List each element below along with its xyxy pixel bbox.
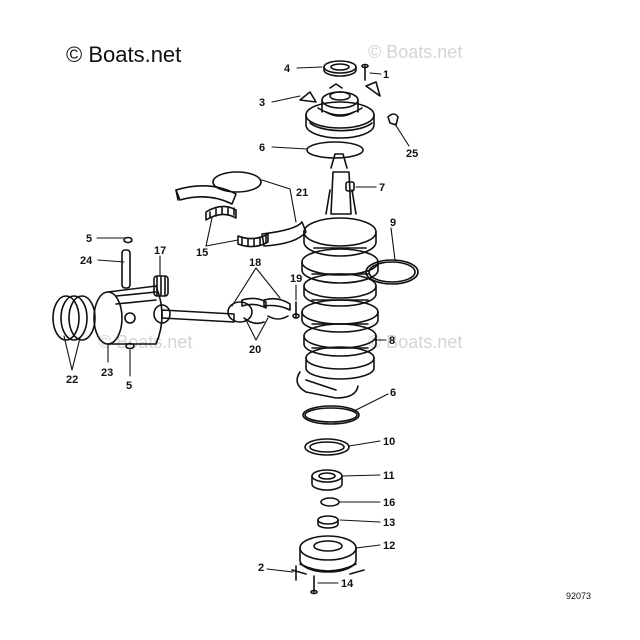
- screw-14[interactable]: [310, 575, 318, 595]
- roller-cage-15b[interactable]: [237, 233, 269, 248]
- callout-18: 18: [249, 257, 261, 269]
- clip-25[interactable]: [387, 113, 399, 126]
- bearing-11[interactable]: [311, 469, 343, 491]
- callout-17: 17: [154, 245, 166, 257]
- callout-3: 3: [259, 97, 265, 109]
- watermark-left: © Boats.net: [98, 332, 193, 352]
- callout-24: 24: [80, 255, 93, 267]
- callout-5-top: 5: [86, 233, 92, 245]
- callout-25: 25: [406, 148, 418, 160]
- top-oil-seal[interactable]: [323, 60, 357, 77]
- watermark-top: © Boats.net: [368, 42, 463, 62]
- callout-21: 21: [296, 187, 308, 199]
- callout-numbers: 4 1 3 6 25 7 21 15 9 8 5 24 17 18 19 20 …: [66, 63, 418, 590]
- callout-19: 19: [290, 273, 302, 285]
- piston-23[interactable]: [93, 285, 163, 345]
- callout-13: 13: [383, 517, 395, 529]
- washer-10[interactable]: [304, 438, 350, 456]
- callout-2: 2: [258, 562, 264, 574]
- o-ring-lower[interactable]: [302, 405, 360, 425]
- retaining-ring-16[interactable]: [320, 497, 340, 507]
- callout-7: 7: [379, 182, 385, 194]
- callout-12: 12: [383, 540, 395, 552]
- watermark-right: © Boats.net: [368, 332, 463, 352]
- bearing-half-left[interactable]: [175, 185, 237, 205]
- callout-16: 16: [383, 497, 395, 509]
- screw-19[interactable]: [292, 301, 300, 319]
- callout-5-bottom: 5: [126, 380, 132, 392]
- upper-bearing-housing[interactable]: [299, 81, 381, 139]
- callout-6-upper: 6: [259, 142, 265, 154]
- callout-9: 9: [390, 217, 396, 229]
- callout-8: 8: [389, 335, 395, 347]
- top-screw[interactable]: [361, 63, 369, 81]
- callout-11: 11: [383, 470, 395, 482]
- crankshaft[interactable]: [296, 153, 379, 399]
- callout-10: 10: [383, 436, 395, 448]
- retainer-5-top[interactable]: [123, 236, 133, 244]
- piston-rings-22[interactable]: [52, 295, 96, 341]
- retainer-5-bottom[interactable]: [125, 342, 135, 350]
- bearing-half-right[interactable]: [261, 221, 307, 247]
- o-ring-upper[interactable]: [306, 141, 364, 159]
- ring-9[interactable]: [365, 259, 419, 285]
- connecting-rod[interactable]: [153, 301, 253, 324]
- callout-14: 14: [341, 578, 354, 590]
- copyright-label: © Boats.net: [66, 42, 182, 67]
- callout-6-lower: 6: [390, 387, 396, 399]
- ring-21[interactable]: [212, 171, 262, 193]
- dowel-7[interactable]: [345, 181, 355, 192]
- callout-22: 22: [66, 374, 78, 386]
- needle-bearing-17[interactable]: [153, 275, 169, 297]
- drawing-number: 92073: [566, 591, 592, 601]
- wrist-pin-24[interactable]: [121, 249, 131, 289]
- callout-15: 15: [196, 247, 208, 259]
- callout-1: 1: [383, 69, 389, 81]
- roller-cage-15a[interactable]: [205, 205, 237, 221]
- lower-bearing-housing-12[interactable]: [291, 535, 365, 575]
- rod-cap-bearing-18[interactable]: [241, 297, 291, 311]
- rod-cage-20[interactable]: [243, 315, 289, 325]
- oil-seal-13[interactable]: [317, 515, 339, 529]
- leader-lines: [63, 66, 410, 584]
- callout-4: 4: [284, 63, 291, 75]
- callout-20: 20: [249, 344, 261, 356]
- callout-23: 23: [101, 367, 113, 379]
